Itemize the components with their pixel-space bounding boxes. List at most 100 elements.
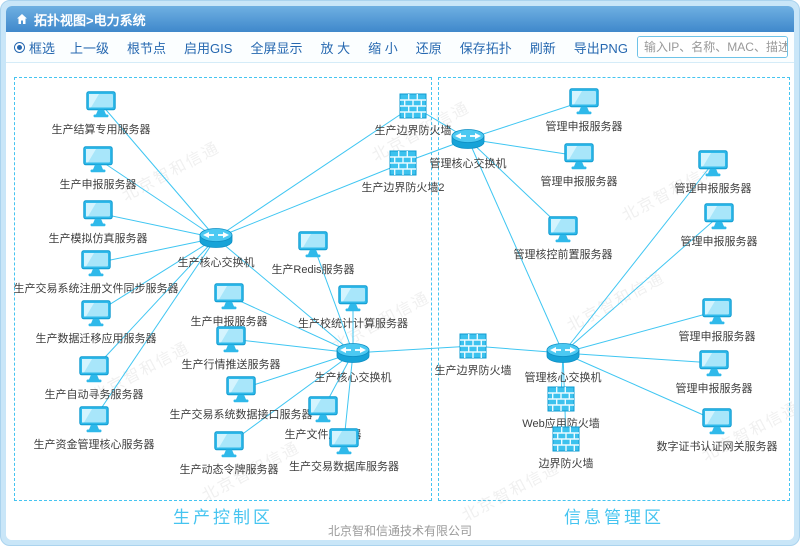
- device-search: [636, 36, 788, 58]
- topology-node-n9[interactable]: 生产Redis服务器: [228, 231, 398, 277]
- toolbar-button[interactable]: 放 大: [320, 40, 351, 56]
- topology-node-n29[interactable]: 数字证书认证网关服务器: [632, 408, 794, 454]
- title-bar: 拓扑视图>电力系统: [6, 6, 794, 32]
- firewall-icon: [399, 93, 427, 119]
- switch-icon: [450, 126, 486, 152]
- server-icon: [79, 406, 109, 433]
- node-label: 生产边界防火墙: [434, 365, 512, 377]
- toolbar-button[interactable]: 全屏显示: [250, 40, 303, 56]
- zone-information-management: [438, 77, 790, 501]
- server-icon: [83, 200, 113, 227]
- home-icon: [16, 13, 28, 25]
- server-icon: [214, 283, 244, 310]
- switch-icon: [335, 340, 371, 366]
- switch-icon: [198, 225, 234, 251]
- node-label: 生产申报服务器: [59, 179, 137, 191]
- node-label: 生产校统计计算服务器: [298, 318, 408, 330]
- topology-node-n21[interactable]: 生产边界防火墙: [388, 333, 558, 378]
- topology-node-n5[interactable]: 生产数据迁移应用服务器: [11, 300, 181, 346]
- node-label: 管理申报服务器: [674, 183, 752, 195]
- topology-node-n14[interactable]: 生产交易系统数据接口服务器: [156, 376, 326, 422]
- zone-label-production: 生产控制区: [173, 508, 273, 527]
- topology-node-n22[interactable]: 管理申报服务器: [499, 88, 669, 134]
- node-label: 生产交易系统数据接口服务器: [169, 409, 313, 421]
- server-icon: [698, 150, 728, 177]
- app-frame: 拓扑视图>电力系统 框选 上一级 根节点 启用GIS 全屏显示 放 大 缩 小 还原 保存拓扑…: [6, 6, 794, 540]
- topology-node-n30[interactable]: 管理核心交换机: [478, 340, 648, 385]
- node-label: 管理申报服务器: [678, 331, 756, 343]
- topology-node-n2[interactable]: 生产申报服务器: [13, 146, 183, 192]
- node-label: 生产边界防火墙: [374, 125, 452, 137]
- server-icon: [329, 428, 359, 455]
- toolbar-button[interactable]: 启用GIS: [184, 40, 233, 56]
- server-icon: [79, 356, 109, 383]
- node-label: 生产Redis服务器: [271, 264, 355, 276]
- topology-node-n25[interactable]: 管理申报服务器: [628, 150, 794, 196]
- toolbar-button[interactable]: 导出PNG: [573, 40, 628, 56]
- server-icon: [569, 88, 599, 115]
- box-select-mode-toggle[interactable]: 框选: [14, 38, 55, 57]
- firewall-icon: [552, 426, 580, 452]
- topology-canvas[interactable]: 生产控制区 信息管理区 北京智和信通技术有限公司 北京智和信通北京智和信通北京智…: [6, 63, 794, 540]
- node-label: 生产结算专用服务器: [51, 124, 151, 136]
- topology-node-n32[interactable]: 边界防火墙: [481, 426, 651, 471]
- search-input[interactable]: [637, 37, 787, 57]
- server-icon: [564, 143, 594, 170]
- toolbar-button[interactable]: 保存拓扑: [459, 40, 512, 56]
- topology-node-n17[interactable]: 生产交易数据库服务器: [259, 428, 429, 474]
- node-label: 生产交易系统注册文件同步服务器: [13, 283, 179, 295]
- topology-node-n18[interactable]: 生产边界防火墙: [328, 93, 498, 138]
- server-icon: [298, 231, 328, 258]
- firewall-icon: [389, 150, 417, 176]
- breadcrumb: 拓扑视图>电力系统: [34, 12, 146, 28]
- topology-node-n24[interactable]: 管理核控前置服务器: [478, 216, 648, 262]
- server-icon: [83, 146, 113, 173]
- server-icon: [338, 285, 368, 312]
- server-icon: [548, 216, 578, 243]
- toolbar-button[interactable]: 上一级: [70, 40, 110, 56]
- topology-node-n13[interactable]: 生产核心交换机: [268, 340, 438, 385]
- toolbar-button[interactable]: 刷新: [529, 40, 556, 56]
- topology-node-n16[interactable]: 生产动态令牌服务器: [144, 431, 314, 477]
- topology-node-n28[interactable]: 管理申报服务器: [629, 350, 794, 396]
- node-label: 生产核心交换机: [177, 257, 255, 269]
- node-label: 生产核心交换机: [314, 372, 392, 384]
- toolbar-button[interactable]: 还原: [415, 40, 442, 56]
- node-label: 生产模拟仿真服务器: [48, 233, 148, 245]
- toolbar-button[interactable]: 缩 小: [368, 40, 398, 56]
- toolbar-buttons: 上一级 根节点 启用GIS 全屏显示 放 大 缩 小 还原 保存拓扑 刷新 导出PNG: [61, 38, 637, 57]
- topology-edges: [93, 100, 720, 445]
- node-label: 生产资金管理核心服务器: [33, 439, 155, 451]
- node-label: 生产交易数据库服务器: [289, 461, 399, 473]
- topology-node-n19[interactable]: 生产边界防火墙2: [318, 150, 488, 195]
- topology-node-n20[interactable]: 管理核心交换机: [383, 126, 553, 171]
- node-label: 边界防火墙: [538, 458, 594, 470]
- toolbar-button[interactable]: 根节点: [127, 40, 167, 56]
- server-icon: [226, 376, 256, 403]
- topology-node-n7[interactable]: 生产资金管理核心服务器: [9, 406, 179, 452]
- topology-node-n4[interactable]: 生产交易系统注册文件同步服务器: [11, 250, 181, 296]
- topology-node-n26[interactable]: 管理申报服务器: [634, 203, 794, 249]
- node-label: 生产行情推送服务器: [181, 359, 281, 371]
- node-label: 管理申报服务器: [540, 176, 618, 188]
- topology-node-n3[interactable]: 生产模拟仿真服务器: [13, 200, 183, 246]
- zone-label-information: 信息管理区: [564, 508, 664, 527]
- topology-node-n31[interactable]: Web应用防火墙: [476, 386, 646, 431]
- topology-node-n12[interactable]: 生产行情推送服务器: [146, 326, 316, 372]
- topology-node-n6[interactable]: 生产自动寻务服务器: [9, 356, 179, 402]
- server-icon: [308, 396, 338, 423]
- topology-node-n1[interactable]: 生产结算专用服务器: [16, 91, 186, 137]
- server-icon: [702, 408, 732, 435]
- server-icon: [81, 300, 111, 327]
- topology-node-n23[interactable]: 管理申报服务器: [494, 143, 664, 189]
- topology-node-n27[interactable]: 管理申报服务器: [632, 298, 794, 344]
- node-label: 生产动态令牌服务器: [179, 464, 279, 476]
- topology-node-n11[interactable]: 生产校统计计算服务器: [268, 285, 438, 331]
- server-icon: [702, 298, 732, 325]
- server-icon: [216, 326, 246, 353]
- node-label: 管理申报服务器: [545, 121, 623, 133]
- topology-node-n8[interactable]: 生产核心交换机: [131, 225, 301, 270]
- topology-node-n10[interactable]: 生产申报服务器: [144, 283, 314, 329]
- node-label: 数字证书认证网关服务器: [656, 441, 778, 453]
- node-label: Web应用防火墙: [522, 418, 600, 430]
